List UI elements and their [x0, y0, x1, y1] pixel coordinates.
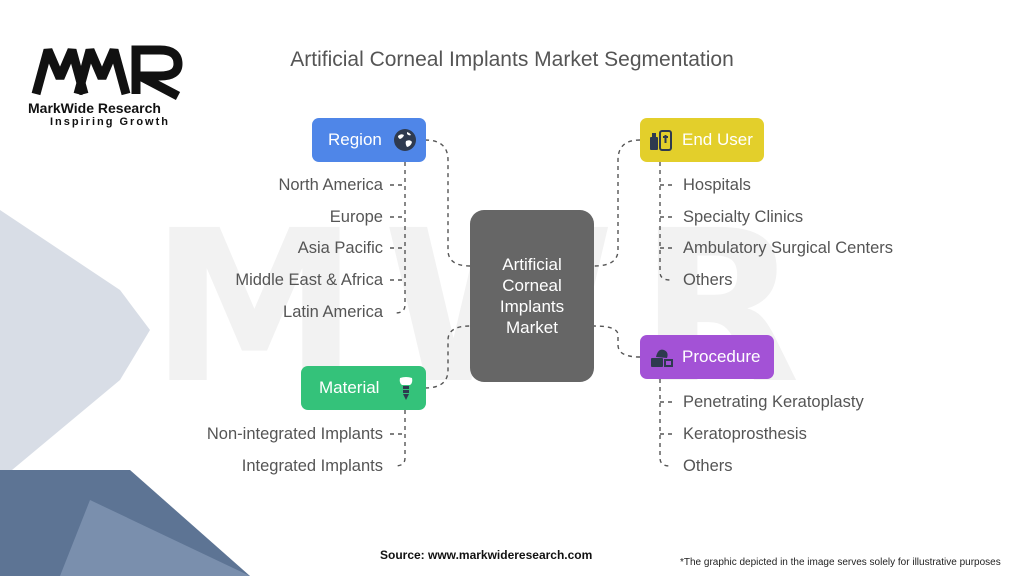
material-label: Material	[319, 378, 380, 397]
connector-end-user	[593, 139, 641, 267]
surgery-icon	[651, 349, 673, 367]
end-user-label: End User	[682, 130, 753, 149]
end-user-pill: End User	[640, 118, 764, 162]
implant-icon	[399, 377, 413, 400]
end-user-item: Hospitals	[683, 176, 751, 194]
region-pill: Region	[312, 118, 426, 162]
end-user-item: Ambulatory Surgical Centers	[683, 239, 894, 257]
region-label: Region	[328, 130, 382, 149]
medical-bottle-icon	[650, 130, 672, 151]
procedure-pill: Procedure	[640, 335, 774, 379]
region-item: North America	[278, 176, 383, 194]
logo-mark	[31, 45, 183, 100]
region-item: Europe	[329, 208, 383, 226]
connector-material	[424, 325, 471, 389]
center-node: Artificial Corneal Implants Market	[470, 210, 594, 382]
region-item: Middle East & Africa	[235, 271, 383, 289]
bracket-region	[394, 162, 406, 314]
connector-procedure	[593, 325, 641, 358]
connector-region	[424, 139, 471, 267]
bracket-procedure	[659, 379, 671, 467]
region-item: Asia Pacific	[297, 239, 383, 257]
material-item: Integrated Implants	[241, 457, 383, 475]
center-label: Artificial Corneal Implants Market	[499, 255, 565, 337]
bracket-material	[394, 410, 406, 467]
brand-logo: MarkWide Research Inspiring Growth	[28, 42, 198, 128]
end-user-item: Others	[683, 271, 733, 289]
material-item: Non-integrated Implants	[206, 425, 383, 443]
procedure-item: Others	[683, 457, 733, 475]
procedure-item: Penetrating Keratoplasty	[683, 393, 864, 411]
globe-icon	[394, 129, 416, 151]
bracket-end-user	[659, 162, 671, 281]
procedure-label: Procedure	[682, 347, 761, 366]
brand-name: MarkWide Research	[28, 100, 161, 116]
end-user-item: Specialty Clinics	[683, 208, 804, 226]
source-note: Source: www.markwideresearch.com	[380, 548, 593, 562]
diagram-title: Artificial Corneal Implants Market Segme…	[290, 48, 734, 71]
procedure-item: Keratoprosthesis	[683, 425, 807, 443]
region-item: Latin America	[283, 303, 383, 321]
material-pill: Material	[301, 366, 426, 410]
disclaimer-note: *The graphic depicted in the image serve…	[680, 557, 1001, 568]
brand-tagline: Inspiring Growth	[50, 116, 170, 128]
